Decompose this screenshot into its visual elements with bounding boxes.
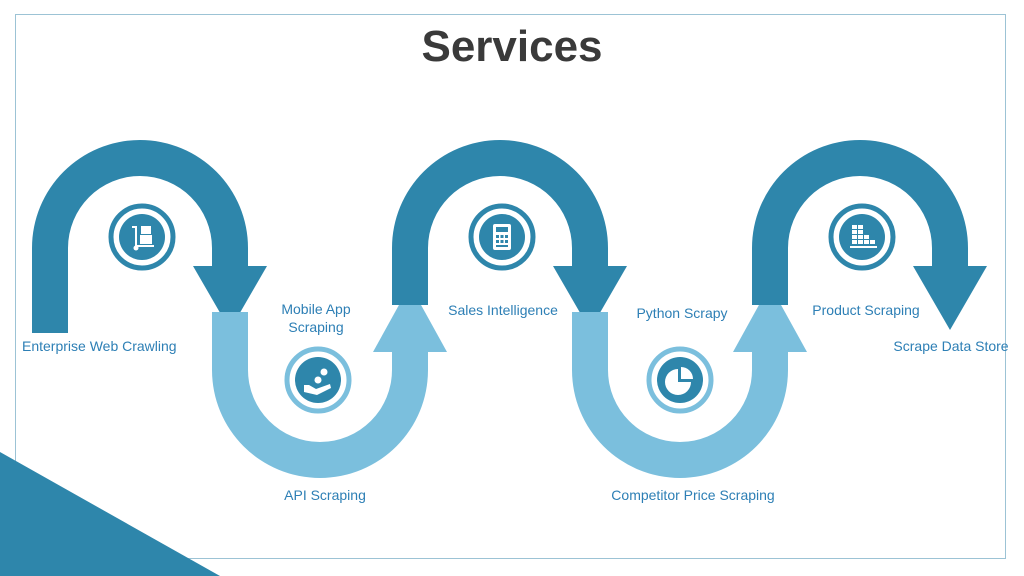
hand-coins-icon bbox=[284, 346, 352, 414]
label-enterprise-web-crawling: Enterprise Web Crawling bbox=[22, 338, 177, 354]
arch-bottom-1 bbox=[212, 312, 428, 478]
label-product-scraping: Product Scraping bbox=[812, 302, 920, 318]
arch-bottom-2 bbox=[572, 312, 788, 478]
label-mobile-app-scraping: Mobile App Scraping bbox=[268, 300, 364, 336]
calculator-icon bbox=[468, 203, 536, 271]
arrow-up-1 bbox=[373, 285, 447, 352]
label-python-scrapy: Python Scrapy bbox=[636, 305, 728, 321]
arch-top-2 bbox=[392, 140, 608, 305]
slide-frame bbox=[15, 14, 1006, 559]
product-boxes-icon bbox=[828, 203, 896, 271]
arrow-up-2 bbox=[733, 285, 807, 352]
pie-chart-icon bbox=[646, 346, 714, 414]
label-sales-intelligence: Sales Intelligence bbox=[448, 302, 558, 318]
page-title: Services bbox=[421, 22, 603, 71]
corner-triangle bbox=[0, 452, 220, 576]
arch-top-1 bbox=[32, 140, 248, 333]
label-scrape-data-store: Scrape Data Store bbox=[893, 338, 1009, 354]
arrow-down-1 bbox=[193, 266, 267, 330]
arrow-down-3 bbox=[913, 266, 987, 330]
arrow-down-2 bbox=[553, 266, 627, 330]
label-mobile-app-line1: Mobile App bbox=[281, 301, 351, 317]
arch-top-3 bbox=[752, 140, 968, 305]
label-api-scraping: API Scraping bbox=[284, 487, 366, 503]
label-competitor-price-scraping: Competitor Price Scraping bbox=[611, 487, 775, 503]
label-mobile-app-line2: Scraping bbox=[288, 319, 344, 335]
hand-truck-icon bbox=[108, 203, 176, 271]
